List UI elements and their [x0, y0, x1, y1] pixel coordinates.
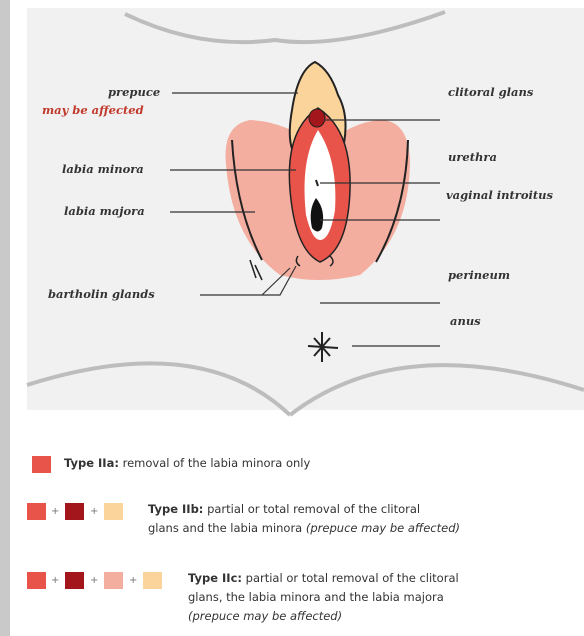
legend-type-iia: Type IIa: removal of the labia minora on…	[64, 454, 310, 473]
legend-type-iib: Type IIb: partial or total removal of th…	[148, 500, 460, 538]
label-vaginal-introitus: vaginal introitus	[446, 188, 553, 202]
lower-outline-curve-right	[290, 365, 584, 415]
swatch-labia-minora-iib	[27, 503, 46, 520]
legend-type-iib-name: Type IIb:	[148, 502, 203, 516]
legend-type-iic-desc1: partial or total removal of the clitoral	[246, 571, 459, 585]
plus-sign: +	[129, 575, 137, 586]
label-prepuce: prepuce	[108, 85, 160, 99]
legend-type-iic-desc2: glans, the labia minora and the labia ma…	[188, 590, 444, 604]
swatch-prepuce-iic	[143, 572, 162, 589]
plus-sign: +	[51, 506, 59, 517]
plus-sign: +	[90, 575, 98, 586]
lower-outline-curve	[27, 363, 290, 415]
label-clitoral-glans: clitoral glans	[448, 85, 533, 99]
label-urethra: urethra	[448, 150, 497, 164]
plus-sign: +	[51, 575, 59, 586]
legend-type-iia-desc: removal of the labia minora only	[123, 456, 311, 470]
anus-mark	[308, 332, 338, 362]
legend-type-iib-desc1: partial or total removal of the clitoral	[207, 502, 420, 516]
upper-outline-curve	[125, 12, 445, 42]
legend-type-iic-note: (prepuce may be affected)	[188, 609, 342, 623]
label-labia-majora: labia majora	[64, 204, 145, 218]
legend-type-iib-desc2: glans and the labia minora	[148, 521, 302, 535]
plus-sign: +	[90, 506, 98, 517]
swatch-clitoral-glans-iic	[65, 572, 84, 589]
hair-left-2	[250, 260, 262, 280]
swatch-clitoral-glans-iib	[65, 503, 84, 520]
label-bartholin-glands: bartholin glands	[48, 287, 155, 301]
swatch-labia-majora-iic	[104, 572, 123, 589]
clitoral-glans-shape	[309, 109, 325, 127]
label-labia-minora: labia minora	[62, 162, 144, 176]
label-perineum: perineum	[448, 268, 510, 282]
label-may-be-affected: may be affected	[42, 103, 144, 117]
swatch-labia-minora-iia	[32, 456, 51, 473]
legend-type-iic: Type IIc: partial or total removal of th…	[188, 569, 459, 626]
leader-bartholin-2	[262, 268, 290, 295]
swatch-prepuce-iib	[104, 503, 123, 520]
legend-type-iib-note: (prepuce may be affected)	[306, 521, 460, 535]
label-anus: anus	[450, 314, 481, 328]
legend-type-iia-name: Type IIa:	[64, 456, 119, 470]
swatch-labia-minora-iic	[27, 572, 46, 589]
legend-type-iic-name: Type IIc:	[188, 571, 242, 585]
